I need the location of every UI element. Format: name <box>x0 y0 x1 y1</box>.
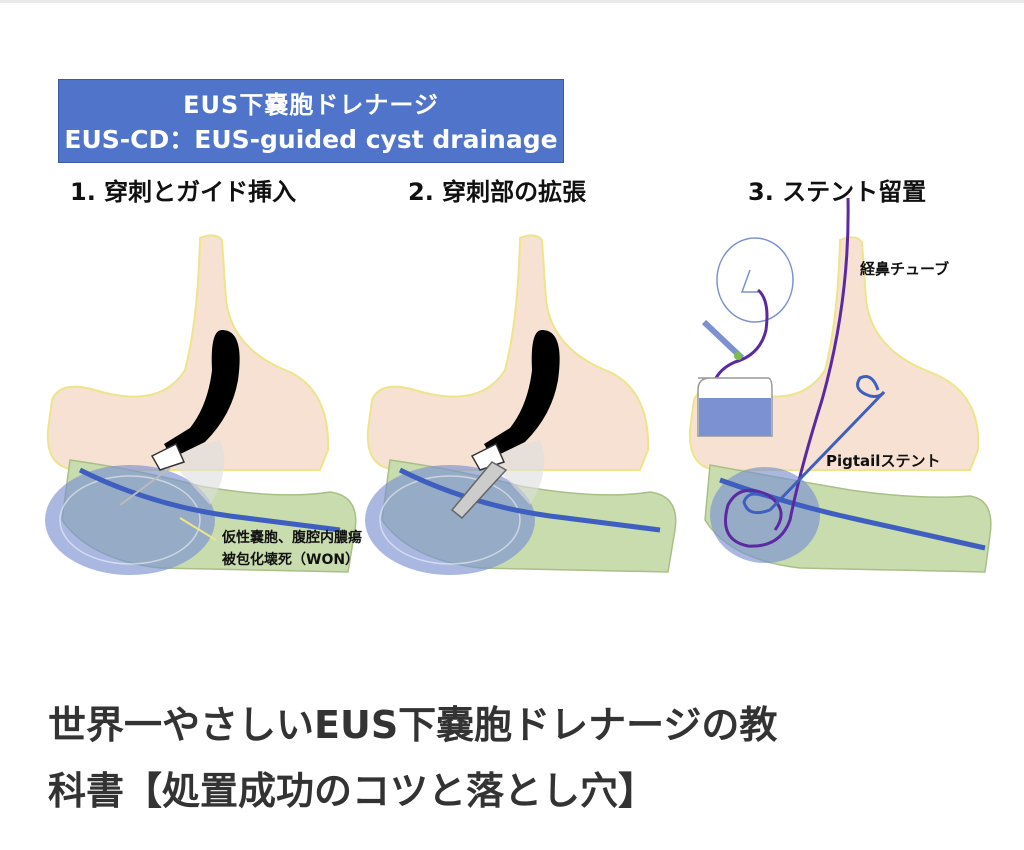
article-title-line1: 世界一やさしいEUS下嚢胞ドレナージの教 <box>48 703 778 747</box>
nasal-tube <box>710 288 769 396</box>
article-title[interactable]: 世界一やさしいEUS下嚢胞ドレナージの教 科書【処置成功のコツと落とし穴】 <box>48 692 988 824</box>
banner-subtitle: EUS-CD：EUS-guided cyst drainage <box>64 125 558 154</box>
dilator-2 <box>450 461 508 520</box>
won-label-line1: 仮性嚢胞、腹腔内膿瘍 <box>222 530 362 546</box>
nasal-tube-label: 経鼻チューブ <box>860 260 950 278</box>
article-title-line2: 科書【処置成功のコツと落とし穴】 <box>48 769 657 813</box>
drain-bag-fluid <box>699 398 771 436</box>
cyst-3 <box>710 467 820 563</box>
endoscope-2 <box>484 330 560 458</box>
panel-3-stent-placement <box>688 197 992 573</box>
nasocystic-tube <box>724 197 850 548</box>
won-label: 仮性嚢胞、腹腔内膿瘍 被包化壊死（WON） <box>222 527 362 571</box>
endoscope-1 <box>164 330 240 458</box>
syringe <box>701 319 745 361</box>
cyst-ring-2 <box>379 475 521 565</box>
pancreatic-duct-1 <box>78 467 341 533</box>
pigtail-coil-top <box>856 375 886 398</box>
cyst-ring-1 <box>59 475 201 565</box>
step-2-title: 2. 穿刺部の拡張 <box>408 178 587 206</box>
step-1-title: 1. 穿刺とガイド挿入 <box>70 178 297 206</box>
pigtail-stent-label: Pigtailステント <box>826 452 941 470</box>
guide-needle-1 <box>119 467 171 506</box>
cyst-2 <box>365 465 535 575</box>
scope-tip-1 <box>150 442 186 471</box>
eus-cd-illustration <box>45 197 992 575</box>
banner-title: EUS下嚢胞ドレナージ <box>183 91 439 119</box>
top-divider <box>0 0 1024 3</box>
face-outline <box>716 237 794 323</box>
cyst-1 <box>45 465 215 575</box>
stomach-1 <box>46 234 330 471</box>
won-label-line2: 被包化壊死（WON） <box>222 552 360 568</box>
pointer-arrow <box>179 517 217 541</box>
figure-banner: EUS下嚢胞ドレナージ EUS-CD：EUS-guided cyst drain… <box>58 79 564 163</box>
panel-1-puncture-guide <box>45 234 357 575</box>
stomach-2 <box>366 234 650 471</box>
step-3-title: 3. ステント留置 <box>748 178 927 206</box>
pigtail-stent <box>768 390 886 512</box>
pigtail-coil-bottom <box>742 492 771 515</box>
panel-2-dilation <box>365 234 677 575</box>
nose <box>740 269 758 293</box>
pancreatic-duct-3 <box>719 477 986 551</box>
syringe-valve <box>734 352 742 360</box>
